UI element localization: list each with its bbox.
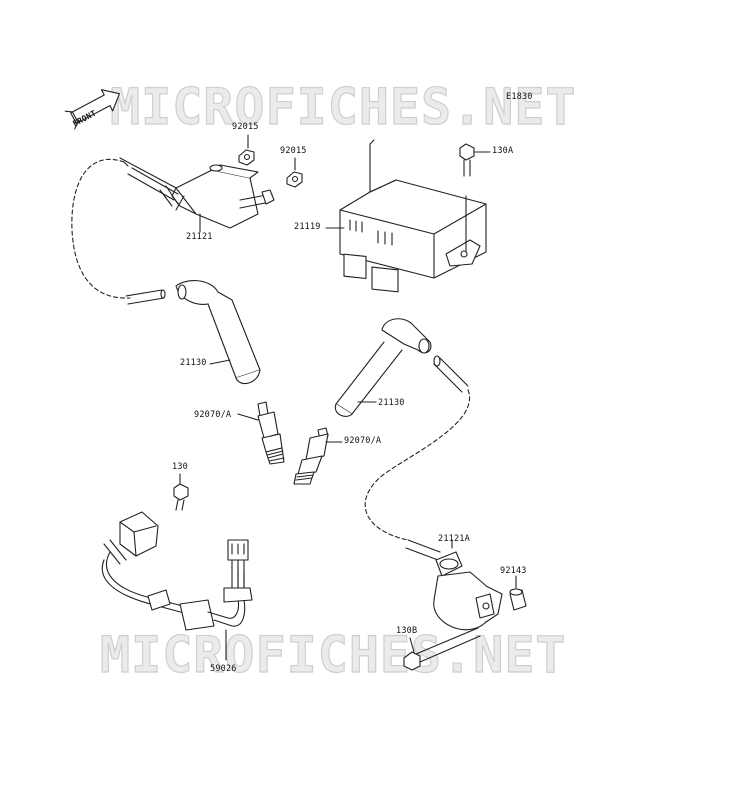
spark-plug-left xyxy=(237,401,285,465)
diagram-code: E1830 xyxy=(506,92,533,102)
part-label-nut-92015-b: 92015 xyxy=(280,146,307,156)
part-label-plug-cap-left: 21130 xyxy=(180,358,207,368)
nut-92015-a xyxy=(238,134,255,166)
part-label-ignition-coil-top: 21121 xyxy=(186,232,213,242)
watermark-top-outline: MICROFICHES.NET xyxy=(109,77,577,136)
plug-cap-left xyxy=(175,280,261,385)
plug-cap-right xyxy=(334,318,432,417)
part-label-ignition-coil-bottom: 21121A xyxy=(438,534,470,544)
part-label-spark-plug-right: 92070/A xyxy=(344,436,382,446)
bolt-130 xyxy=(173,473,189,511)
pickup-sensor xyxy=(101,511,253,661)
front-arrow-icon xyxy=(64,89,120,130)
spacer-92143 xyxy=(509,575,527,611)
bolt-130b xyxy=(403,627,481,671)
part-label-plug-cap-right: 21130 xyxy=(378,398,405,408)
part-label-bolt-130b: 130B xyxy=(396,626,418,636)
ignition-coil-top xyxy=(71,157,275,305)
nut-92015-b xyxy=(286,157,303,188)
part-label-nut-92015-a: 92015 xyxy=(232,122,259,132)
watermark-bottom: MICROFICHES.NET xyxy=(100,626,567,684)
part-label-bolt-130a: 130A xyxy=(492,146,514,156)
watermark-bottom-outline: MICROFICHES.NET xyxy=(99,625,567,684)
part-label-bolt-130: 130 xyxy=(172,462,188,472)
igniter-unit xyxy=(325,139,487,293)
part-label-spark-plug-left: 92070/A xyxy=(194,410,232,420)
part-label-igniter-unit: 21119 xyxy=(294,222,321,232)
watermark-top: MICROFICHES.NET xyxy=(110,78,577,136)
coil-cable-right xyxy=(364,355,471,561)
bolt-130a xyxy=(459,143,491,177)
part-label-pickup-sensor: 59026 xyxy=(210,664,237,674)
ignition-coil-bottom xyxy=(433,539,503,631)
spark-plug-right xyxy=(293,427,343,485)
part-label-spacer: 92143 xyxy=(500,566,527,576)
